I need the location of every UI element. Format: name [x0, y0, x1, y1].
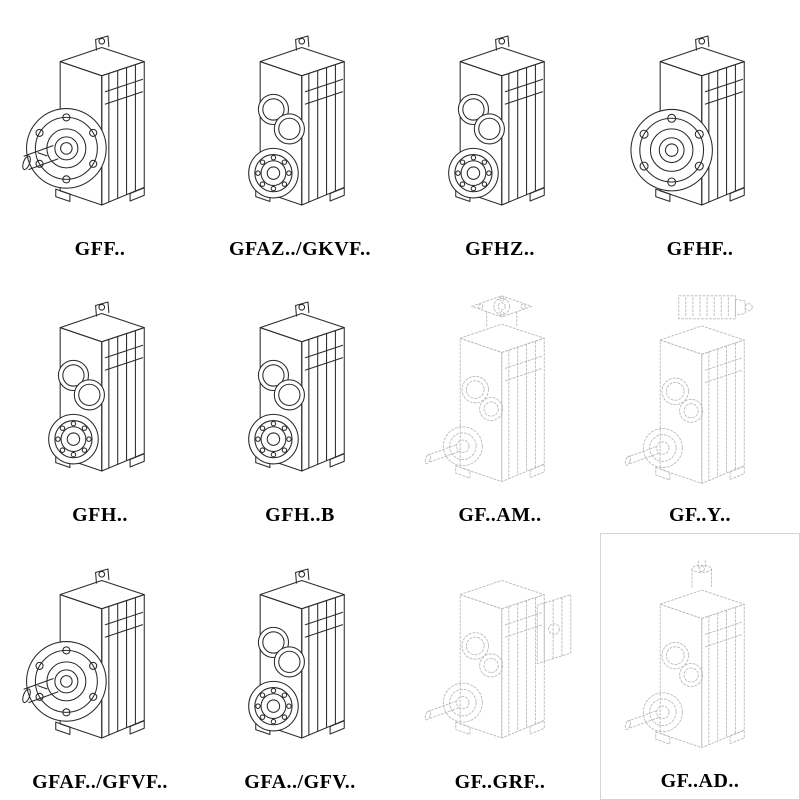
gearbox-top-input-shaft-drawing	[606, 560, 794, 768]
model-label: GFH..	[72, 504, 128, 526]
gearbox-hollow-bore-drawing	[206, 561, 394, 769]
model-label: GFH..B	[265, 504, 335, 526]
gearbox-hollow-bore-drawing	[206, 28, 394, 236]
catalog-cell-gfhf: GFHF..	[600, 0, 800, 267]
gearbox-hollow-bore-drawing	[206, 294, 394, 502]
catalog-cell-gfh-b: GFH..B	[200, 267, 400, 533]
gearbox-hollow-bore-drawing	[406, 28, 594, 236]
model-label: GF..AD..	[660, 770, 740, 792]
model-label: GF..Y..	[668, 504, 732, 526]
catalog-cell-gfaz-gkvf: GFAZ../GKVF..	[200, 0, 400, 267]
model-label: GFHZ..	[465, 238, 535, 260]
model-label: GFAF../GFVF..	[32, 771, 168, 793]
catalog-cell-gff: GFF..	[0, 0, 200, 267]
model-label: GFHF..	[666, 238, 734, 260]
gearbox-flange-output-shaft-drawing	[6, 561, 194, 769]
gearbox-top-motor-flange-drawing	[406, 294, 594, 502]
model-label: GFF..	[74, 238, 126, 260]
catalog-cell-gfh: GFH..	[0, 267, 200, 533]
gearbox-mounted-motor-drawing	[606, 294, 794, 502]
catalog-cell-gf-am: GF..AM..	[400, 267, 600, 533]
model-label: GFAZ../GKVF..	[228, 238, 372, 260]
gearbox-flange-output-shaft-drawing	[6, 28, 194, 236]
model-label: GF..GRF..	[454, 771, 546, 793]
catalog-cell-gf-y: GF..Y..	[600, 267, 800, 533]
gearbox-side-adapter-block-drawing	[406, 561, 594, 769]
catalog-cell-gfa-gfv: GFA../GFV..	[200, 533, 400, 800]
gearbox-front-flange-drawing	[606, 28, 794, 236]
model-label: GF..AM..	[458, 504, 542, 526]
catalog-cell-gfhz: GFHZ..	[400, 0, 600, 267]
gearbox-hollow-bore-drawing	[6, 294, 194, 502]
model-label: GFA../GFV..	[244, 771, 356, 793]
catalog-cell-gfaf-gfvf: GFAF../GFVF..	[0, 533, 200, 800]
catalog-cell-gf-ad: GF..AD..	[600, 533, 800, 800]
catalog-cell-gf-grf: GF..GRF..	[400, 533, 600, 800]
